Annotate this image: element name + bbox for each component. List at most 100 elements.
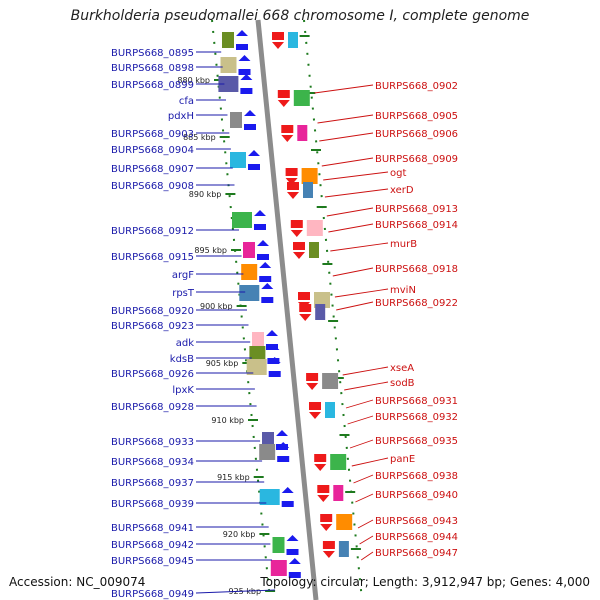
gene-arrow-reverse bbox=[285, 168, 298, 185]
gene-leader-right bbox=[326, 207, 374, 217]
gene-arrow-reverse bbox=[277, 90, 290, 107]
gene-label-right[interactable]: xseA bbox=[390, 363, 414, 374]
gene-label-left[interactable]: BURPS668_0907 bbox=[111, 164, 194, 175]
kbp-marker: 895 kbp bbox=[194, 246, 227, 255]
gene-label-right[interactable]: BURPS668_0940 bbox=[375, 490, 458, 501]
gene-label-right[interactable]: BURPS668_0906 bbox=[375, 129, 458, 140]
gene-block-forward bbox=[220, 57, 237, 73]
gene-block-reverse bbox=[303, 182, 313, 198]
kbp-marker: 915 kbp bbox=[217, 473, 250, 482]
gene-label-left[interactable]: BURPS668_0928 bbox=[111, 402, 194, 413]
map-title: Burkholderia pseudomallei 668 chromosome… bbox=[70, 8, 530, 24]
gene-leader-right bbox=[359, 535, 374, 545]
gene-block-forward bbox=[243, 242, 255, 258]
gene-label-left[interactable]: BURPS668_0949 bbox=[111, 589, 194, 600]
gene-label-left[interactable]: BURPS668_0903 bbox=[111, 129, 194, 140]
gene-label-left[interactable]: BURPS668_0939 bbox=[111, 499, 194, 510]
gene-block-forward bbox=[230, 112, 242, 128]
gene-block-forward bbox=[272, 537, 285, 553]
gene-label-right[interactable]: BURPS668_0909 bbox=[375, 154, 458, 165]
genome-summary-text: Topology: circular; Length: 3,912,947 bp… bbox=[260, 575, 590, 589]
gene-label-right[interactable]: mviN bbox=[390, 285, 416, 296]
gene-label-right[interactable]: BURPS668_0932 bbox=[375, 412, 458, 423]
gene-label-left[interactable]: BURPS668_0912 bbox=[111, 226, 194, 237]
gene-label-left[interactable]: kdsB bbox=[170, 354, 194, 365]
gene-block-reverse bbox=[333, 485, 344, 501]
gene-block-forward bbox=[222, 32, 234, 48]
gene-arrow-forward bbox=[281, 487, 294, 507]
gene-label-left[interactable]: BURPS668_0941 bbox=[111, 523, 194, 534]
gene-block-forward bbox=[270, 560, 287, 576]
gene-block-reverse bbox=[301, 168, 318, 184]
gene-block-forward bbox=[252, 332, 264, 348]
gene-arrow-reverse bbox=[287, 182, 299, 199]
gene-label-left[interactable]: BURPS668_0895 bbox=[111, 48, 194, 59]
gene-label-right[interactable]: BURPS668_0938 bbox=[375, 471, 458, 482]
gene-label-right[interactable]: panE bbox=[390, 454, 415, 465]
gene-label-right[interactable]: BURPS668_0902 bbox=[375, 81, 458, 92]
gene-label-right[interactable]: BURPS668_0914 bbox=[375, 220, 458, 231]
gene-label-right[interactable]: BURPS668_0943 bbox=[375, 516, 458, 527]
gene-leader-left bbox=[195, 589, 276, 594]
gene-block-reverse bbox=[330, 454, 347, 470]
gene-block-forward bbox=[218, 76, 239, 92]
gene-label-left[interactable]: BURPS668_0904 bbox=[111, 145, 194, 156]
gene-label-right[interactable]: BURPS668_0918 bbox=[375, 264, 458, 275]
gene-block-forward bbox=[259, 444, 276, 460]
gene-leader-right bbox=[332, 267, 374, 277]
gene-label-left[interactable]: adk bbox=[176, 338, 194, 349]
kbp-marker: 920 kbp bbox=[223, 530, 256, 539]
gene-label-right[interactable]: BURPS668_0944 bbox=[375, 532, 458, 543]
right-track-guide bbox=[303, 19, 363, 600]
gene-label-left[interactable]: BURPS668_0923 bbox=[111, 321, 194, 332]
gene-block-reverse bbox=[288, 32, 298, 48]
gene-label-right[interactable]: ogt bbox=[390, 168, 406, 179]
gene-arrow-forward bbox=[286, 535, 299, 555]
gene-label-left[interactable]: BURPS668_0945 bbox=[111, 556, 194, 567]
gene-leader-right bbox=[336, 301, 374, 311]
gene-label-right[interactable]: BURPS668_0947 bbox=[375, 548, 458, 559]
gene-leader-right bbox=[321, 157, 374, 167]
gene-label-right[interactable]: BURPS668_0913 bbox=[375, 204, 458, 215]
gene-label-left[interactable]: BURPS668_0937 bbox=[111, 478, 194, 489]
gene-label-left[interactable]: BURPS668_0942 bbox=[111, 540, 194, 551]
gene-label-left[interactable]: BURPS668_0915 bbox=[111, 252, 194, 263]
gene-block-forward bbox=[241, 264, 258, 280]
gene-label-left[interactable]: argF bbox=[172, 270, 194, 281]
gene-leader-right bbox=[353, 474, 374, 484]
gene-arrow-forward bbox=[254, 210, 266, 230]
gene-label-left[interactable]: BURPS668_0926 bbox=[111, 369, 194, 380]
gene-label-left[interactable]: pdxH bbox=[168, 111, 194, 122]
gene-leader-right bbox=[355, 493, 374, 503]
gene-block-forward bbox=[230, 152, 246, 168]
gene-label-left[interactable]: BURPS668_0908 bbox=[111, 181, 194, 192]
gene-label-left[interactable]: BURPS668_0920 bbox=[111, 306, 194, 317]
gene-label-right[interactable]: xerD bbox=[390, 185, 414, 196]
gene-block-reverse bbox=[293, 90, 310, 106]
gene-label-right[interactable]: BURPS668_0905 bbox=[375, 111, 458, 122]
chromosome-backbone bbox=[255, 19, 319, 600]
gene-label-left[interactable]: lpxK bbox=[172, 385, 194, 396]
gene-label-right[interactable]: BURPS668_0931 bbox=[375, 396, 458, 407]
gene-arrow-forward bbox=[248, 150, 260, 170]
gene-label-left[interactable]: BURPS668_0898 bbox=[111, 63, 194, 74]
gene-block-reverse bbox=[338, 541, 349, 557]
gene-label-right[interactable]: BURPS668_0922 bbox=[375, 298, 458, 309]
gene-label-right[interactable]: sodB bbox=[390, 378, 415, 389]
gene-label-left[interactable]: BURPS668_0934 bbox=[111, 457, 194, 468]
gene-leader-right bbox=[323, 171, 389, 181]
gene-label-right[interactable]: murB bbox=[390, 239, 417, 250]
gene-leader-right bbox=[330, 242, 389, 252]
gene-leader-right bbox=[334, 288, 389, 298]
gene-arrow-reverse bbox=[290, 220, 303, 237]
gene-label-right[interactable]: BURPS668_0935 bbox=[375, 436, 458, 447]
gene-arrow-reverse bbox=[299, 304, 312, 321]
gene-label-left[interactable]: BURPS668_0933 bbox=[111, 437, 194, 448]
gene-block-forward bbox=[259, 489, 280, 505]
gene-label-left[interactable]: BURPS668_0899 bbox=[111, 80, 194, 91]
gene-label-left[interactable]: cfa bbox=[179, 96, 194, 107]
gene-arrow-forward bbox=[257, 240, 269, 260]
gene-leader-right bbox=[345, 399, 374, 409]
gene-arrow-forward bbox=[238, 55, 251, 75]
gene-label-left[interactable]: rpsT bbox=[172, 288, 195, 299]
